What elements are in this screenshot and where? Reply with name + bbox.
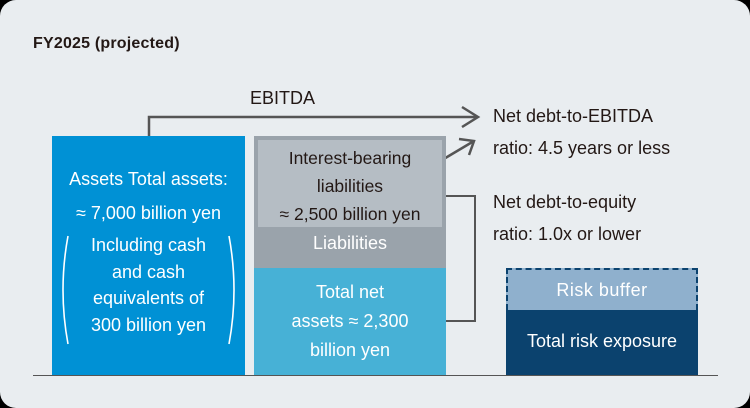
cash-note-line: 300 billion yen — [90, 314, 207, 335]
net-assets-line: billion yen — [309, 340, 391, 360]
net-debt-to-equity-ratio: Net debt-to-equity ratio: 1.0x or lower — [493, 186, 641, 250]
baseline — [33, 375, 718, 376]
ratio-line: ratio: 1.0x or lower — [493, 224, 642, 244]
diagram-title: FY2025 (projected) — [33, 35, 180, 52]
net-debt-to-ebitda-ratio: Net debt-to-EBITDA ratio: 4.5 years or l… — [493, 100, 670, 164]
ebitda-label: EBITDA — [250, 88, 316, 108]
right-paren-icon — [228, 235, 235, 345]
total-risk-exposure-bar: Total risk exposure — [506, 310, 698, 375]
assets-bar: Assets Total assets: ≈ 7,000 billion yen… — [52, 136, 245, 375]
interest-bearing-liabilities-box: Interest-bearing liabilities ≈ 2,500 bil… — [258, 140, 442, 227]
assets-total: ≈ 7,000 billion yen — [76, 203, 221, 223]
net-assets-line: Total net — [315, 282, 385, 302]
ratio-line: ratio: 4.5 years or less — [493, 138, 671, 158]
ratio-line: Net debt-to-EBITDA — [493, 106, 654, 126]
ratio-line: Net debt-to-equity — [493, 192, 637, 212]
left-paren-icon — [62, 235, 69, 345]
net-assets-line: assets ≈ 2,300 — [291, 311, 409, 331]
ibl-line: liabilities — [316, 176, 384, 196]
cash-note-line: Including cash — [90, 235, 207, 255]
risk-buffer-bar: Risk buffer — [506, 268, 698, 310]
liabilities-bar: Interest-bearing liabilities ≈ 2,500 bil… — [254, 136, 446, 268]
assets-title: Assets Total assets: — [69, 169, 228, 189]
net-assets-bar: Total net assets ≈ 2,300 billion yen — [254, 268, 446, 375]
ibl-line: ≈ 2,500 billion yen — [279, 204, 421, 224]
liabilities-label: Liabilities — [312, 233, 388, 253]
cash-note-line: and cash — [111, 261, 186, 282]
cash-note-line: equivalents of — [92, 288, 205, 308]
ibl-line: Interest-bearing — [288, 148, 412, 168]
